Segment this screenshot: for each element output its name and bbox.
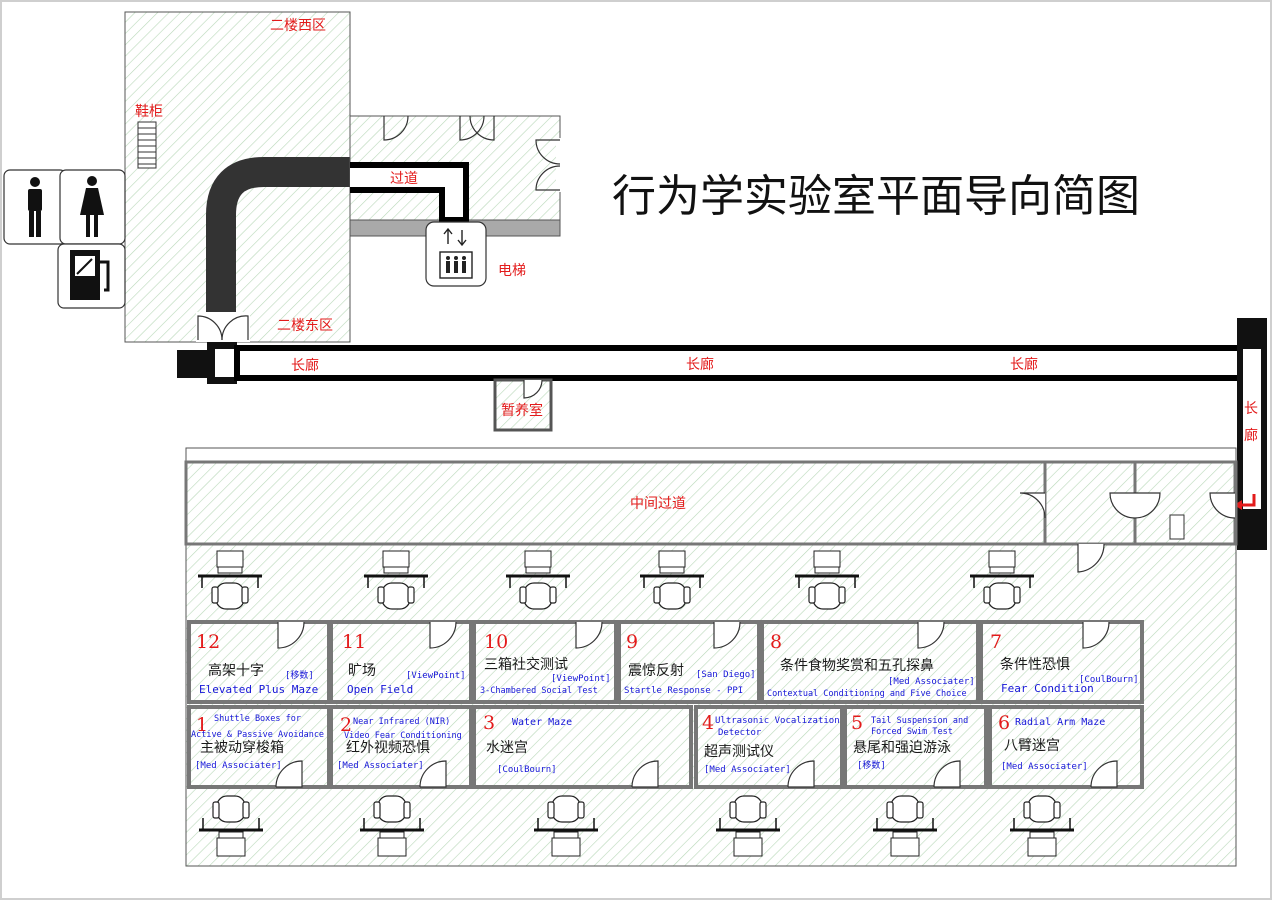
- room-number: 8: [770, 631, 782, 653]
- room-number: 6: [998, 712, 1010, 734]
- elevator-label: 电梯: [498, 263, 526, 279]
- wing-entrance-door: [196, 312, 250, 342]
- room-name-cn: 主被动穿梭箱: [200, 739, 284, 756]
- room-vendor: [Med Associater]: [888, 677, 975, 687]
- room-name-cn: 旷场: [348, 663, 376, 679]
- room-1: 1 Shuttle Boxes for Active & Passive Avo…: [191, 714, 324, 771]
- room-vendor: [ViewPoint]: [551, 674, 611, 684]
- room-vendor: [San Diego]: [696, 670, 756, 680]
- room-number: 3: [483, 712, 495, 734]
- room-name-en: Tail Suspension and: [871, 716, 968, 726]
- room-name-en-2: Active & Passive Avoidance: [191, 730, 324, 740]
- room-10: 10 三箱社交测试 [ViewPoint] 3-Chambered Social…: [480, 631, 611, 696]
- area-label-west: 二楼西区: [270, 18, 326, 34]
- passage-block: [349, 115, 566, 237]
- elevator-icon: [425, 221, 487, 287]
- room-vendor: [ViewPoint]: [406, 671, 466, 681]
- room-7: 7 条件性恐惧 [CoulBourn] Fear Condition: [990, 631, 1139, 695]
- room-9: 9 震惊反射 [San Diego] Startle Response - PP…: [624, 631, 756, 696]
- area-label-east: 二楼东区: [277, 318, 333, 334]
- room-vendor: [Med Associater]: [1001, 762, 1088, 772]
- room-name-cn: 水迷宫: [486, 740, 528, 756]
- room-number: 9: [626, 631, 638, 653]
- room-number: 10: [484, 631, 508, 653]
- room-vendor: [Med Associater]: [337, 761, 424, 771]
- shoe-cabinet-icon: [137, 121, 157, 169]
- room-11: 11 旷场 [ViewPoint] Open Field: [342, 631, 466, 696]
- room-vendor: [Med Associater]: [195, 761, 282, 771]
- room-name-cn: 震惊反射: [628, 663, 684, 679]
- room-name-cn: 悬尾和强迫游泳: [853, 740, 951, 756]
- room-vendor: [移数]: [857, 759, 886, 771]
- room-number: 4: [702, 712, 714, 734]
- room-name-en: Near Infrared (NIR): [353, 717, 450, 727]
- room-name-en: Startle Response - PPI: [624, 686, 743, 696]
- passage-label: 过道: [390, 171, 418, 187]
- walkway-path: [206, 157, 350, 312]
- room-12: 12 高架十字 [移数] Elevated Plus Maze: [196, 631, 318, 696]
- room-number: 12: [196, 631, 220, 653]
- room-8: 8 条件食物奖赏和五孔探鼻 [Med Associater] Contextua…: [767, 631, 975, 699]
- room-6: 6 Radial Arm Maze 八臂迷宫 [Med Associater]: [998, 712, 1105, 772]
- room-name-cn: 八臂迷宫: [1004, 738, 1060, 754]
- room-name-en: Open Field: [347, 683, 413, 696]
- page-title: 行为学实验室平面导向简图: [612, 171, 1140, 222]
- room-name-cn: 高架十字: [208, 662, 264, 679]
- room-number: 5: [851, 712, 863, 734]
- female-toilet-icon: [59, 169, 126, 245]
- long-corridor: [177, 318, 1267, 550]
- holding-room-label: 暂养室: [501, 402, 543, 419]
- room-5: 5 Tail Suspension and Forced Swim Test 悬…: [851, 712, 968, 771]
- male-toilet-icon: [3, 169, 67, 245]
- room-name-cn: 超声测试仪: [704, 744, 774, 760]
- room-number: 11: [342, 631, 366, 653]
- corridor-label-vertical-1: 长: [1244, 401, 1258, 417]
- room-name-en: Fear Condition: [1001, 682, 1094, 695]
- room-name-en: Water Maze: [512, 717, 572, 728]
- middle-passage-label: 中间过道: [630, 496, 686, 512]
- room-vendor: [移数]: [285, 669, 314, 681]
- room-vendor: [CoulBourn]: [1079, 675, 1139, 685]
- room-number: 2: [340, 714, 352, 736]
- room-name-en-2: Forced Swim Test: [871, 727, 953, 737]
- top-room-walls: [187, 620, 1144, 704]
- room-number: 1: [196, 714, 208, 736]
- water-dispenser-icon: [57, 243, 126, 309]
- room-name-en-2: Video Fear Conditioning: [344, 731, 462, 741]
- room-name-en: Contextual Conditioning and Five Choice: [767, 689, 967, 699]
- corridor-label-3: 长廊: [1010, 356, 1038, 373]
- second-floor-wing: [124, 11, 351, 343]
- room-name-cn: 红外视频恐惧: [346, 740, 430, 756]
- corridor-label-2: 长廊: [686, 356, 714, 373]
- room-name-cn: 三箱社交测试: [484, 656, 568, 673]
- room-name-en: Radial Arm Maze: [1015, 717, 1105, 728]
- room-name-en-2: Detector: [718, 728, 762, 738]
- room-4: 4 Ultrasonic Vocalization Detector 超声测试仪…: [702, 712, 840, 775]
- room-name-cn: 条件性恐惧: [1000, 656, 1070, 673]
- lab-block: [184, 447, 1238, 867]
- room-name-en: 3-Chambered Social Test: [480, 686, 598, 696]
- holding-room: [493, 378, 553, 432]
- room-name-en: Ultrasonic Vocalization: [715, 716, 840, 726]
- room-vendor: [CoulBourn]: [497, 765, 557, 775]
- room-3: 3 Water Maze 水迷宫 [CoulBourn]: [483, 712, 572, 775]
- shoe-cabinet-label: 鞋柜: [135, 104, 163, 120]
- room-2: 2 Near Infrared (NIR) Video Fear Conditi…: [337, 714, 462, 771]
- room-vendor: [Med Associater]: [704, 765, 791, 775]
- room-number: 7: [990, 631, 1002, 653]
- direction-arrow-icon: [1240, 494, 1256, 507]
- room-name-en: Elevated Plus Maze: [199, 683, 318, 696]
- room-name-cn: 条件食物奖赏和五孔探鼻: [780, 657, 934, 674]
- corridor-label-1: 长廊: [291, 357, 319, 374]
- corridor-label-vertical-2: 廊: [1244, 427, 1258, 444]
- room-name-en: Shuttle Boxes for: [214, 714, 301, 724]
- bottom-room-walls: [187, 705, 1144, 789]
